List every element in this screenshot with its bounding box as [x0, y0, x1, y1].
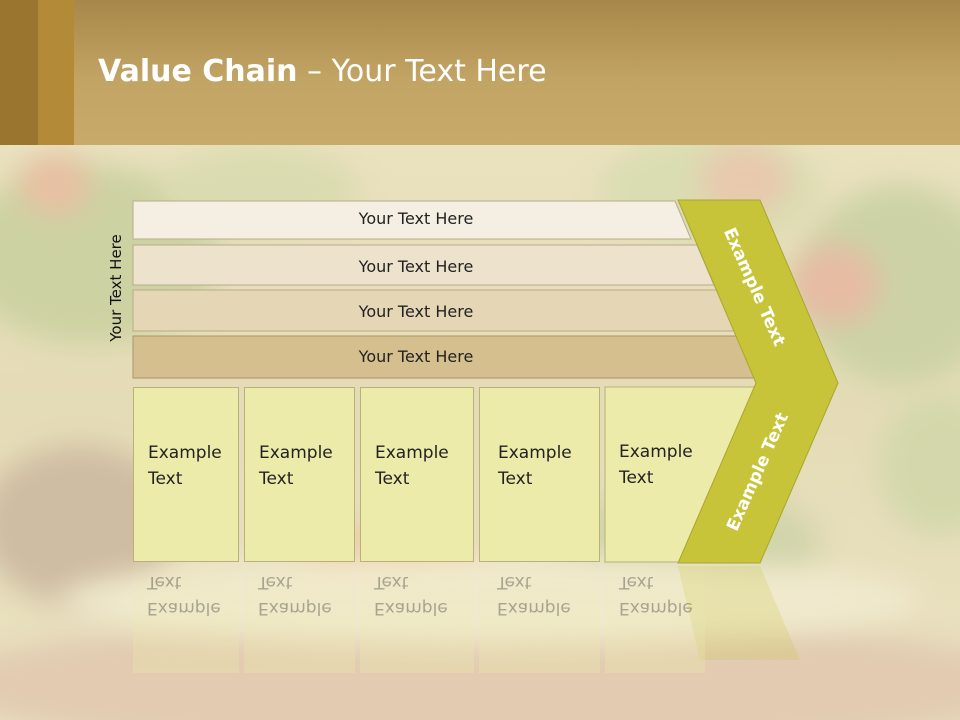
reflection-text: Example Text — [147, 569, 221, 621]
reflection-text: Example Text — [374, 569, 448, 621]
reflection-text: Example Text — [619, 569, 693, 621]
header-accent-strip — [0, 0, 38, 145]
box-line-2: Text — [619, 572, 654, 592]
box-line-1: Example — [374, 598, 448, 618]
box-line-2: Text — [148, 469, 183, 489]
support-activities-label: Your Text Here — [107, 234, 125, 342]
primary-box-1-reflection: Example Text — [133, 563, 239, 673]
support-bar-1-text: Your Text Here — [358, 209, 474, 228]
primary-box-4-reflection: Example Text — [479, 563, 600, 673]
title-bold: Value Chain — [98, 54, 298, 89]
box-line-1: Example — [375, 443, 449, 463]
box-line-2: Text — [374, 572, 409, 592]
box-line-1: Example — [148, 443, 222, 463]
box-line-1: Example — [497, 598, 571, 618]
primary-box-2-reflection: Example Text — [244, 563, 355, 673]
title-rest: – Your Text Here — [297, 54, 547, 89]
reflection-fill: Example Text — [360, 563, 474, 673]
box-line-2: Text — [497, 572, 532, 592]
box-line-2: Text — [258, 572, 293, 592]
primary-box-3-reflection: Example Text — [360, 563, 474, 673]
reflection-text: Example Text — [497, 569, 571, 621]
chevron-arrow — [677, 199, 839, 564]
box-line-1: Example — [619, 598, 693, 618]
box-line-2: Text — [619, 468, 654, 488]
support-bar-3-text: Your Text Here — [358, 302, 474, 321]
header-accent-strip — [38, 0, 74, 145]
slide-title: Value Chain – Your Text Here — [98, 54, 547, 89]
support-bar-2-text: Your Text Here — [358, 257, 474, 276]
box-line-2: Text — [259, 469, 294, 489]
reflection-fill: Example Text — [605, 563, 705, 673]
reflection-fill: Example Text — [133, 563, 239, 673]
reflection-fill: Example Text — [244, 563, 355, 673]
box-line-1: Example — [619, 442, 693, 462]
box-line-1: Example — [258, 598, 332, 618]
box-line-1: Example — [147, 598, 221, 618]
chevron-reflection — [678, 566, 800, 660]
reflection-fill: Example Text — [479, 563, 600, 673]
box-line-1: Example — [498, 443, 572, 463]
box-line-2: Text — [498, 469, 533, 489]
support-bar-4-text: Your Text Here — [358, 347, 474, 366]
header-banner: Value Chain – Your Text Here — [0, 0, 960, 145]
box-line-1: Example — [259, 443, 333, 463]
box-line-2: Text — [375, 469, 410, 489]
reflection-text: Example Text — [258, 569, 332, 621]
box-line-2: Text — [147, 572, 182, 592]
primary-box-5-reflection: Example Text — [605, 563, 705, 673]
support-bar-1 — [132, 200, 692, 240]
